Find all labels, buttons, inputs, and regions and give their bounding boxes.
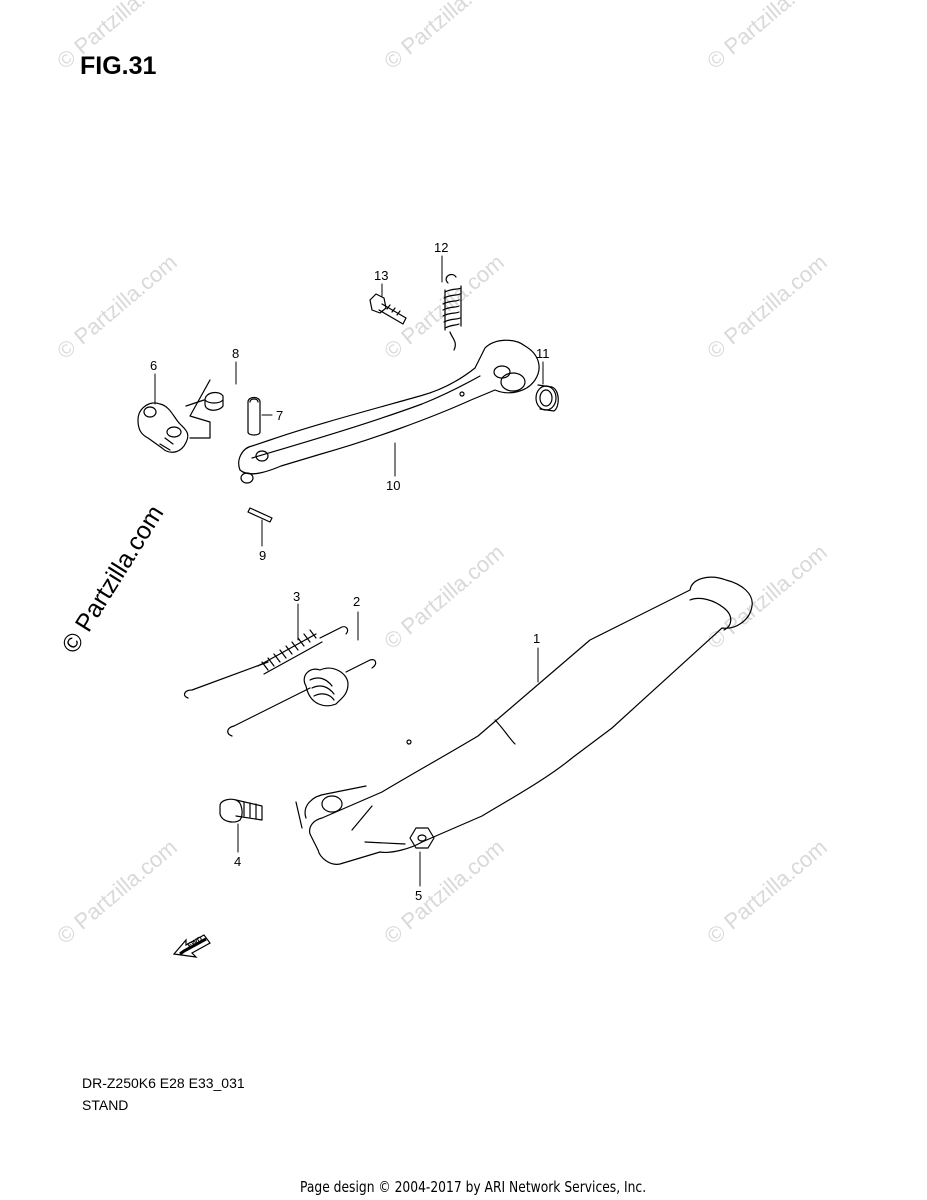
- nut-5-drawing: [351, 805, 435, 849]
- section-name: STAND: [82, 1097, 129, 1113]
- bolt-4-drawing: [219, 798, 263, 823]
- watermark-text: © Partzilla.com: [52, 0, 182, 74]
- watermark-text: © Partzilla.com: [702, 539, 832, 653]
- spring-2-drawing: [227, 659, 377, 737]
- watermark-text: © Partzilla.com: [702, 249, 832, 363]
- bushing-11-drawing: [535, 384, 559, 412]
- model-code: DR-Z250K6 E28 E33_031: [82, 1075, 245, 1091]
- callout-label-8: 8: [232, 346, 239, 361]
- callout-labels: 1 2 3 4 5 6 7 8 9 10 11 12 13: [150, 240, 550, 903]
- side-stand-1-drawing: [295, 576, 753, 865]
- callout-label-4: 4: [234, 854, 241, 869]
- callout-label-2: 2: [353, 594, 360, 609]
- forward-direction-arrow: FWD: [172, 934, 211, 958]
- watermark-text: © Partzilla.com: [379, 834, 509, 948]
- spring-12-drawing: [442, 273, 462, 351]
- watermark-text: © Partzilla.com: [702, 834, 832, 948]
- pin-7-drawing: [247, 396, 261, 436]
- callout-label-12: 12: [434, 240, 448, 255]
- callout-label-1: 1: [533, 631, 540, 646]
- switch-6-drawing: [137, 379, 211, 453]
- leader-lines: [154, 255, 544, 887]
- callout-label-5: 5: [415, 888, 422, 903]
- spring-3-drawing: [183, 626, 349, 699]
- watermark-text: © Partzilla.com: [379, 249, 509, 363]
- watermark-text: © Partzilla.com: [379, 539, 509, 653]
- bolt-13-drawing: [369, 293, 407, 325]
- callout-label-6: 6: [150, 358, 157, 373]
- watermark-text: © Partzilla.com: [52, 834, 182, 948]
- page-credit: Page design © 2004-2017 by ARI Network S…: [300, 1178, 647, 1196]
- callout-label-10: 10: [386, 478, 400, 493]
- watermark-layer: © Partzilla.com © Partzilla.com © Partzi…: [52, 0, 832, 949]
- watermark-text-large: © Partzilla.com: [56, 500, 169, 658]
- callout-label-11: 11: [536, 346, 550, 361]
- callout-label-9: 9: [259, 548, 266, 563]
- watermark-text: © Partzilla.com: [702, 0, 832, 74]
- callout-label-7: 7: [276, 408, 283, 423]
- callout-label-13: 13: [374, 268, 388, 283]
- bracket-10-drawing: [238, 339, 540, 484]
- figure-title: FIG.31: [80, 52, 157, 80]
- cotter-pin-9-drawing: [247, 507, 273, 523]
- watermark-text: © Partzilla.com: [379, 0, 509, 74]
- callout-label-3: 3: [293, 589, 300, 604]
- nut-8-drawing: [204, 391, 224, 411]
- watermark-text: © Partzilla.com: [52, 249, 182, 363]
